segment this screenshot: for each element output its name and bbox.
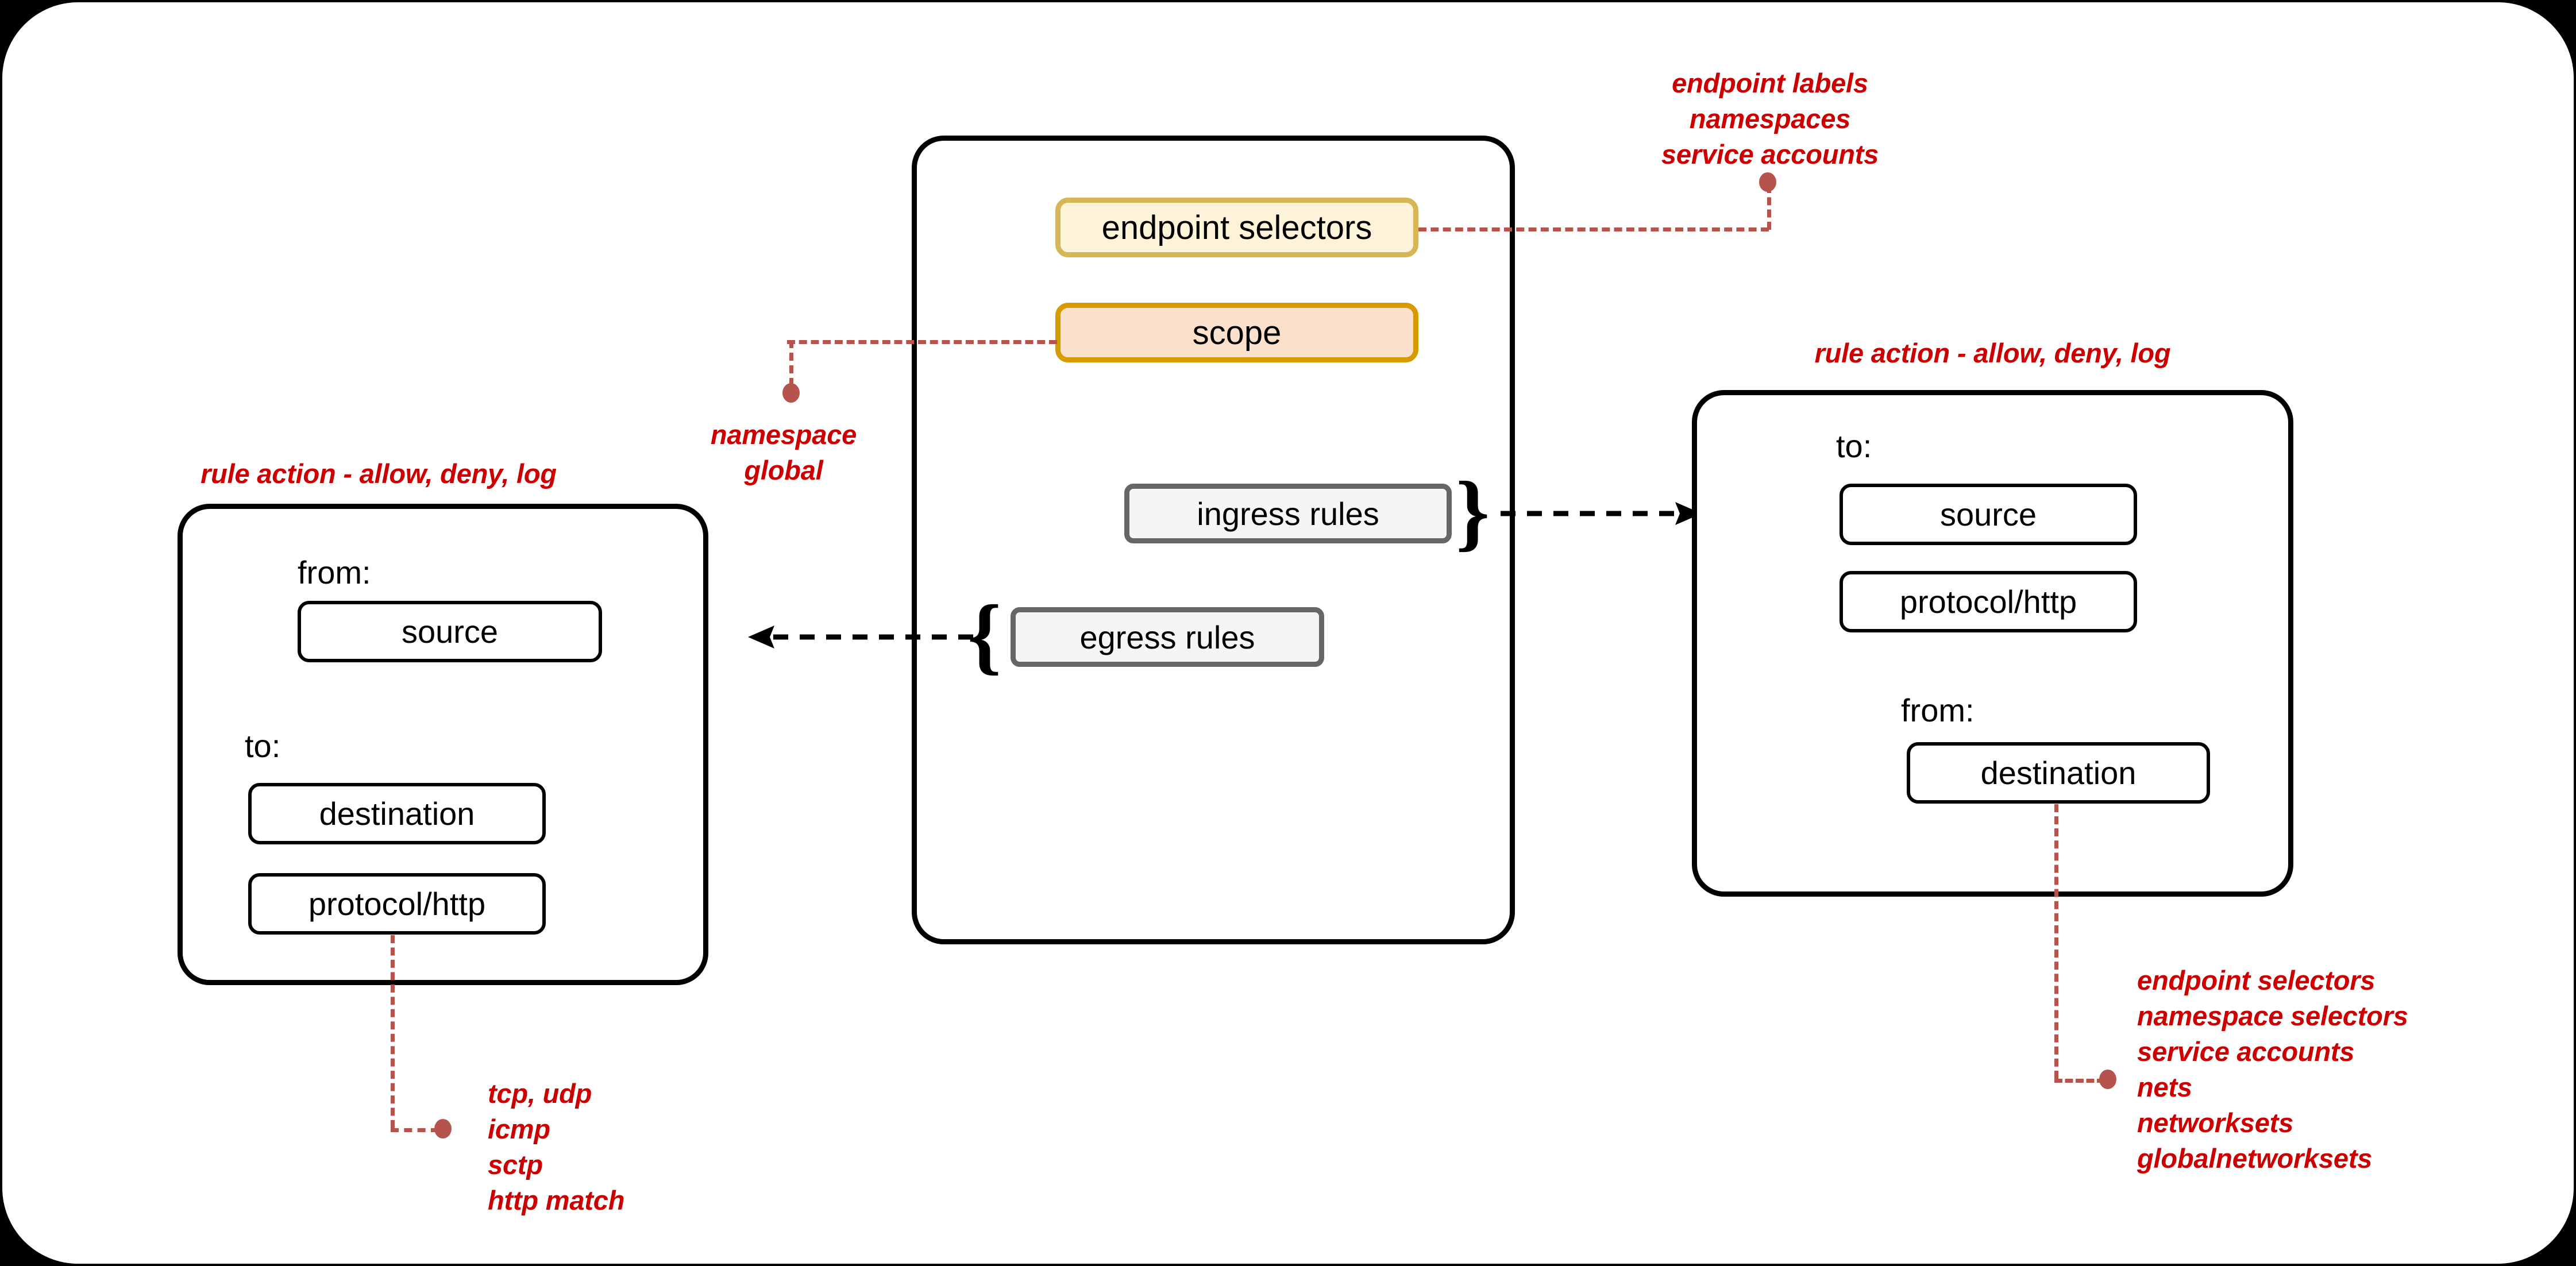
endpoint-selectors-connector-dot	[1759, 172, 1776, 192]
scope-box[interactable]: scope	[1055, 303, 1418, 362]
ingress-source-label: source	[1939, 496, 2037, 532]
ingress-destination-box[interactable]: destination	[1907, 742, 2210, 804]
ingress-destination-connector-vertical	[2054, 804, 2058, 1079]
scope-label: scope	[1192, 314, 1282, 352]
egress-protocol-label: protocol/http	[308, 886, 486, 922]
ingress-brace: }	[1456, 464, 1490, 559]
endpoint-selectors-annotation: endpoint labels namespaces service accou…	[1661, 68, 1879, 170]
endpoint-selectors-box[interactable]: endpoint selectors	[1055, 198, 1418, 257]
egress-arrow	[748, 626, 973, 649]
egress-rules-box[interactable]: egress rules	[1011, 607, 1324, 667]
egress-protocol-connector-dot	[434, 1119, 452, 1138]
scope-connector-vertical	[789, 340, 793, 386]
ingress-destination-connector-dot	[2099, 1070, 2116, 1089]
endpoint-selectors-connector-vertical	[1767, 185, 1771, 230]
ingress-destination-connector-horizontal	[2054, 1079, 2105, 1083]
ingress-from-label: from:	[1901, 692, 1975, 728]
ingress-arrow	[1501, 502, 1702, 525]
egress-protocol-annotation: tcp, udp icmp sctp http match	[488, 1078, 625, 1216]
egress-to-label: to:	[245, 728, 281, 764]
scope-connector-dot	[782, 383, 800, 403]
egress-destination-label: destination	[319, 796, 475, 832]
ingress-destination-label: destination	[1980, 755, 2137, 791]
ingress-protocol-label: protocol/http	[1899, 584, 2077, 620]
ingress-protocol-box[interactable]: protocol/http	[1840, 571, 2137, 632]
endpoint-selectors-connector-horizontal	[1418, 227, 1769, 231]
egress-protocol-connector-vertical	[391, 935, 395, 1128]
scope-connector-horizontal	[787, 340, 1057, 344]
egress-rule-action-note: rule action - allow, deny, log	[200, 458, 557, 489]
egress-source-label: source	[401, 613, 499, 650]
ingress-destination-annotation: endpoint selectors namespace selectors s…	[2137, 965, 2408, 1174]
egress-protocol-box[interactable]: protocol/http	[248, 873, 546, 935]
scope-annotation: namespace global	[710, 419, 857, 486]
egress-protocol-connector-horizontal	[391, 1128, 439, 1132]
ingress-panel	[1692, 390, 2293, 897]
ingress-rules-label: ingress rules	[1197, 495, 1379, 532]
egress-rules-label: egress rules	[1079, 619, 1255, 655]
egress-from-label: from:	[298, 554, 371, 590]
ingress-rule-action-note: rule action - allow, deny, log	[1814, 338, 2171, 368]
egress-destination-box[interactable]: destination	[248, 783, 546, 844]
ingress-source-box[interactable]: source	[1840, 484, 2137, 545]
egress-source-box[interactable]: source	[298, 601, 602, 662]
ingress-rules-box[interactable]: ingress rules	[1124, 484, 1452, 543]
ingress-to-label: to:	[1836, 428, 1872, 464]
endpoint-selectors-label: endpoint selectors	[1101, 209, 1372, 246]
